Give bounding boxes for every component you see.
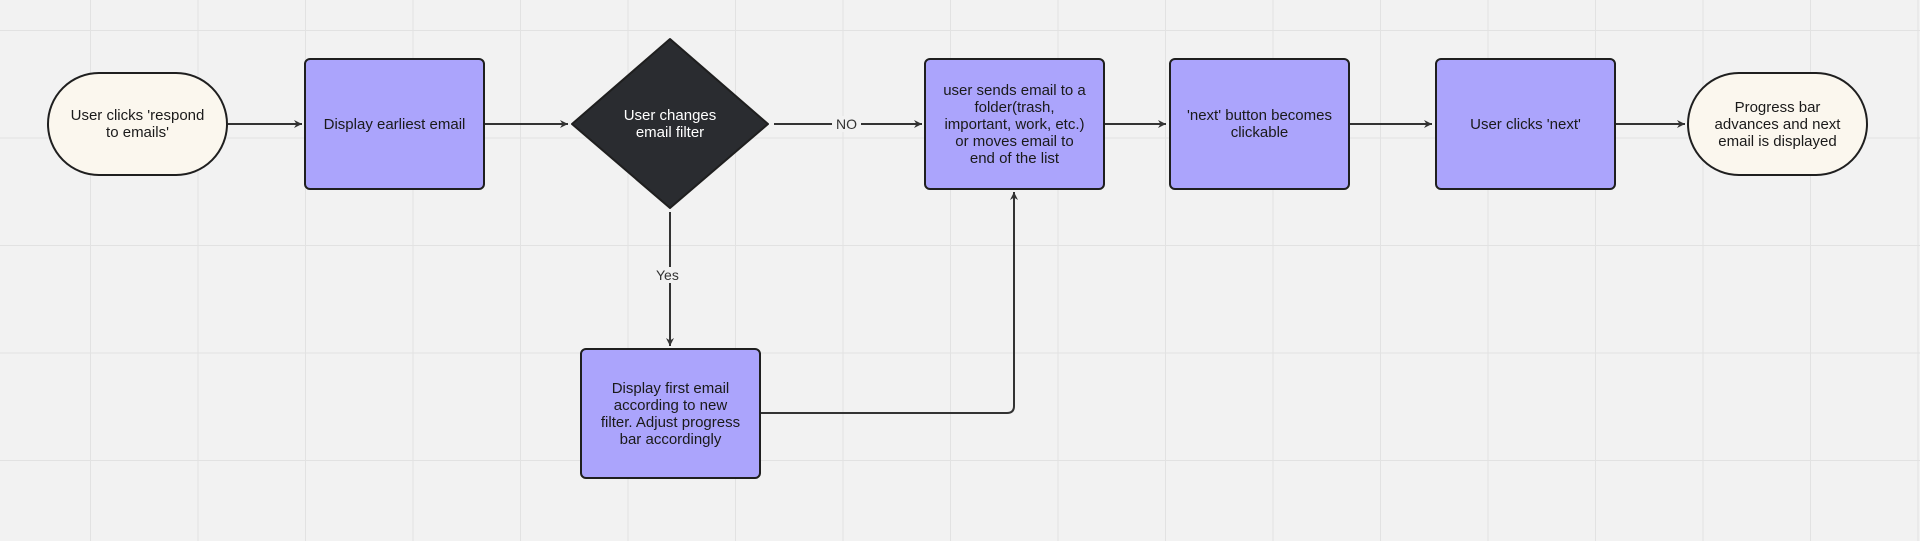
- user-clicks-next-label: User clicks 'next': [1470, 115, 1581, 133]
- edge-filtered-to-send: [761, 192, 1018, 414]
- edge-label-no: NO: [832, 116, 861, 132]
- end-terminal[interactable]: Progress bar advances and next email is …: [1687, 72, 1868, 176]
- edge-label-yes: Yes: [652, 267, 683, 283]
- end-terminal-label: Progress bar advances and next email is …: [1714, 98, 1841, 150]
- decision-diamond[interactable]: [571, 38, 769, 209]
- display-filtered-email-label: Display first email according to new fil…: [600, 379, 741, 448]
- user-clicks-next-step[interactable]: User clicks 'next': [1435, 58, 1616, 190]
- display-earliest-email-step[interactable]: Display earliest email: [304, 58, 485, 190]
- send-email-step[interactable]: user sends email to a folder(trash, impo…: [924, 58, 1105, 190]
- decision-label: User changes email filter: [623, 107, 717, 141]
- next-button-clickable-label: 'next' button becomes clickable: [1187, 107, 1332, 141]
- display-earliest-email-label: Display earliest email: [323, 115, 466, 133]
- display-filtered-email-step[interactable]: Display first email according to new fil…: [580, 348, 761, 479]
- next-button-clickable-step[interactable]: 'next' button becomes clickable: [1169, 58, 1350, 190]
- start-terminal-label: User clicks 'respond to emails': [70, 107, 205, 141]
- send-email-label: user sends email to a folder(trash, impo…: [943, 81, 1086, 167]
- start-terminal[interactable]: User clicks 'respond to emails': [47, 72, 228, 176]
